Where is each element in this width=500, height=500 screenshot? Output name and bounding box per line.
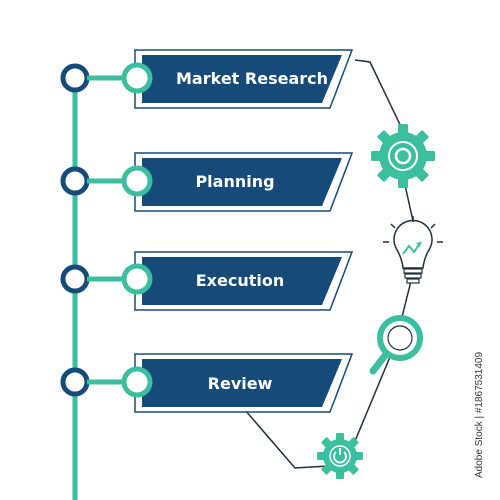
- step-banner: [142, 257, 342, 305]
- timeline-node: [60, 63, 90, 93]
- step-planning: [60, 152, 354, 212]
- step-banner: [142, 55, 342, 103]
- step-review: [60, 353, 354, 413]
- step-execution: [60, 251, 354, 311]
- timeline-node: [60, 367, 90, 397]
- step-label-planning: Planning: [195, 172, 275, 191]
- step-node: [121, 263, 153, 295]
- step-market-research: [60, 49, 354, 109]
- gear-icon: [371, 124, 435, 188]
- step-label-review: Review: [207, 374, 273, 393]
- small-gear-icon: [317, 433, 363, 479]
- magnifier-icon: [369, 315, 423, 375]
- step-banner: [142, 359, 342, 407]
- stock-credit: Adobe Stock | #1867531409: [474, 351, 485, 478]
- step-node: [121, 165, 153, 197]
- step-banner: [142, 158, 342, 206]
- step-label-execution: Execution: [195, 271, 285, 290]
- lightbulb-icon: [383, 216, 443, 284]
- step-node: [121, 366, 153, 398]
- timeline-node: [60, 166, 90, 196]
- step-label-market-research: Market Research: [176, 69, 328, 88]
- timeline-node: [60, 264, 90, 294]
- step-node: [121, 62, 153, 94]
